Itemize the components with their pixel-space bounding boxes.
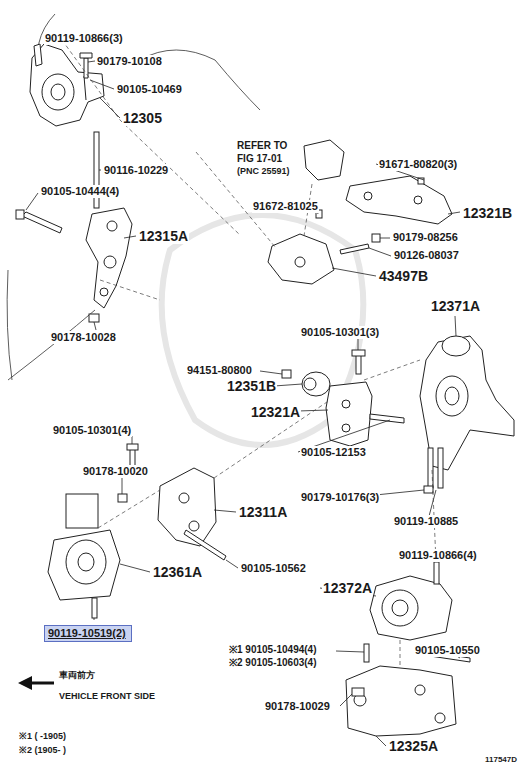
- part-number: 90105-10301(3): [300, 326, 380, 339]
- part-number: ※2 90105-10603(4): [228, 657, 318, 669]
- note-text: ※1 ( -1905): [18, 731, 67, 741]
- part-number: 90119-10519(2): [45, 626, 131, 641]
- part-number: 94151-80800: [186, 364, 253, 377]
- note-text: ※2 (1905- ): [18, 745, 67, 755]
- part-number: 90119-10866(4): [398, 549, 478, 562]
- part-number: ※1 90105-10494(4): [228, 644, 318, 656]
- part-number: FIG 17-01: [236, 153, 283, 165]
- note-text: 車両前方: [58, 670, 96, 680]
- part-number: 90116-10229: [103, 164, 169, 177]
- engine-outline: [7, 14, 260, 380]
- part-number: 90105-10301(4): [52, 424, 132, 437]
- part-number: REFER TO: [236, 140, 288, 152]
- part-number: 90178-10028: [50, 331, 117, 344]
- part-number: 90119-10866(3): [44, 32, 124, 45]
- part-number: 90179-10176(3): [300, 491, 380, 504]
- part-number: 90105-10469: [116, 83, 183, 96]
- part-number: 12321B: [462, 205, 513, 221]
- part-number: 43497B: [378, 268, 429, 284]
- part-number: 90178-10020: [82, 465, 149, 478]
- part-number: 90105-12153: [300, 446, 367, 459]
- part-number: 12325A: [388, 738, 439, 754]
- part-number: 90126-08037: [393, 249, 460, 262]
- part-number: 90105-10562: [240, 562, 307, 575]
- part-number: 12351B: [226, 378, 277, 394]
- part-number: 90105-10550: [414, 644, 481, 657]
- part-number: 90119-10885: [393, 515, 459, 528]
- part-number: 90178-10029: [264, 700, 331, 713]
- note-text: VEHICLE FRONT SIDE: [58, 691, 156, 701]
- part-number: 12315A: [138, 228, 189, 244]
- part-number: 12371A: [430, 298, 481, 314]
- note-text: 117547D: [484, 755, 518, 764]
- highlight-box: 90119-10519(2): [44, 625, 132, 642]
- part-number: 90179-08256: [392, 231, 459, 244]
- front-arrow: [18, 676, 54, 690]
- part-number: 12372A: [322, 580, 373, 596]
- part-number: 12305: [122, 110, 163, 126]
- part-number: 12361A: [152, 564, 203, 580]
- part-number: 90105-10444(4): [40, 185, 120, 198]
- leader-lines: [26, 38, 460, 746]
- part-number: 12311A: [238, 504, 288, 520]
- part-number: 12321A: [250, 404, 301, 420]
- part-number: 90179-10108: [96, 55, 163, 68]
- part-number: 91671-80820(3): [378, 158, 458, 171]
- dashed-lines: [62, 40, 436, 668]
- parts: [16, 44, 514, 736]
- part-number: (PNC 25591): [236, 166, 291, 176]
- part-number: 91672-81025: [252, 200, 319, 213]
